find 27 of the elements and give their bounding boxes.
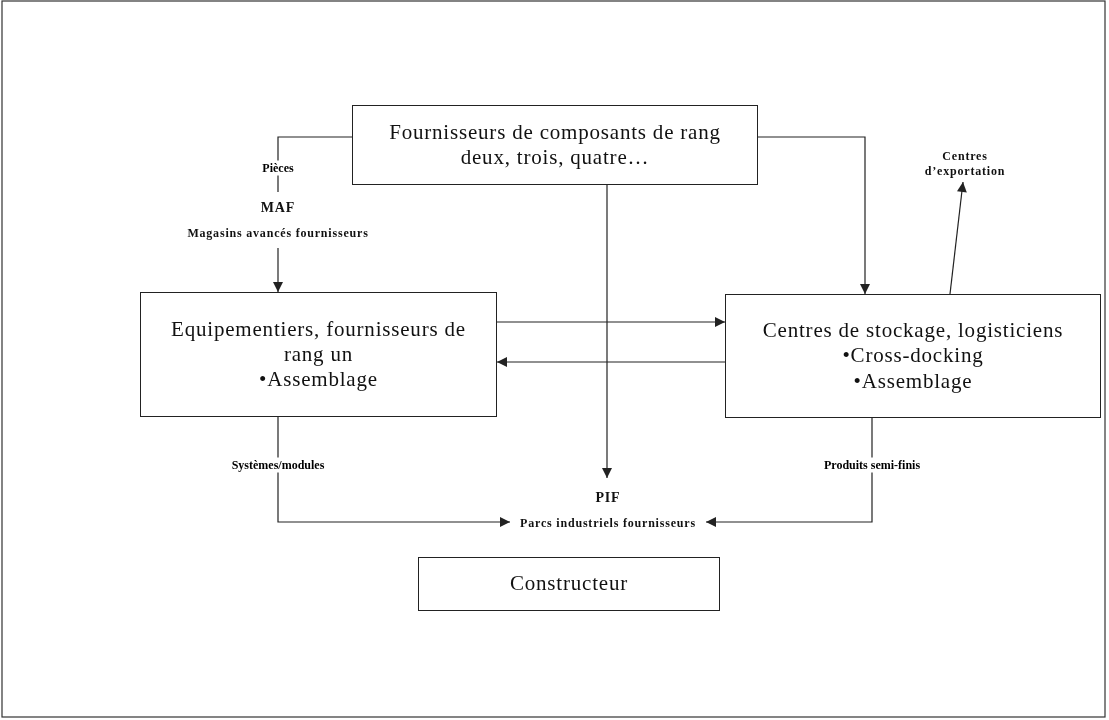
process-box [140, 292, 497, 417]
abbreviation-label: PIF [595, 488, 621, 507]
edge-label: Pièces [260, 160, 296, 176]
box-heading: Constructeur [509, 571, 629, 597]
box-heading: Fournisseurs de composants de rang deux, trois, quatre… [388, 119, 722, 171]
node-label: Parcs industriels fournisseurs [520, 516, 696, 532]
bullet-item: •Cross-docking [842, 343, 984, 369]
arrow [273, 247, 283, 293]
edge-label: Systèmes/modules [229, 457, 327, 473]
abbreviation-label: MAF [260, 198, 296, 217]
node-label: Centres d’exportation [923, 149, 1007, 179]
arrow [496, 317, 726, 327]
arrow [949, 181, 967, 295]
bullet-item: •Assemblage [853, 368, 973, 394]
box-heading: Centres de stockage, logisticiens [762, 318, 1064, 344]
bullet-item: •Assemblage [259, 367, 378, 393]
arrow [705, 417, 873, 527]
arrow [277, 416, 511, 527]
node-label: Magasins avancés fournisseurs [187, 226, 369, 242]
arrow [602, 184, 612, 479]
process-box [725, 294, 1101, 418]
arrow [757, 136, 870, 295]
process-box [418, 557, 720, 611]
edge-label: Produits semi-finis [821, 457, 923, 473]
supplier-box [352, 105, 758, 185]
box-heading: Equipementiers, fournisseurs de rang un [170, 316, 467, 368]
arrow [496, 357, 726, 367]
